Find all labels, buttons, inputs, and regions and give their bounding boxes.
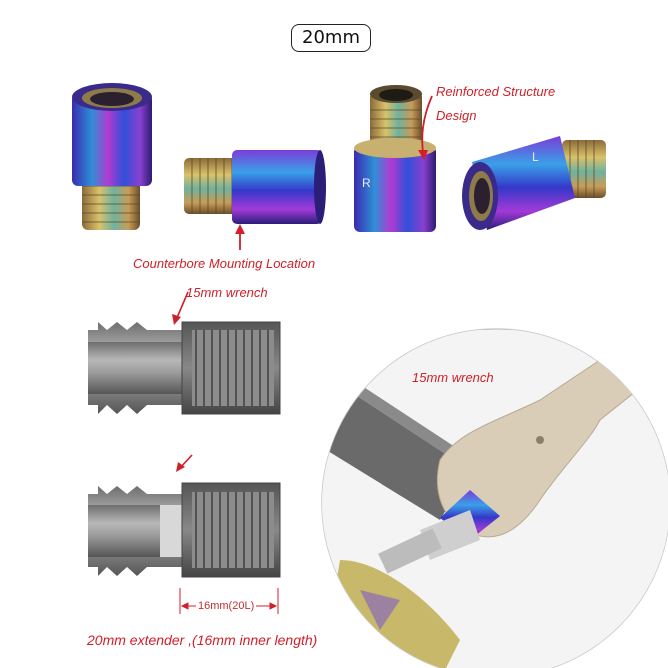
engraving-l: L [532,150,539,164]
extender-photo-4 [462,136,606,230]
caption: 20mm extender ,(16mm inner length) [87,632,318,648]
label-counterbore: Counterbore Mounting Location [133,256,316,271]
size-badge: 20mm [291,24,371,52]
callout-arrows [235,95,433,250]
closeup-photo [321,328,668,668]
extender-photo-1 [72,83,152,230]
label-reinforced-line1: Reinforced Structure [436,84,556,99]
label-wrench-diagram: 15mm wrench [186,285,268,300]
label-wrench-closeup: 15mm wrench [412,370,494,385]
label-reinforced-line2: Design [436,108,477,123]
dimension-label: 16mm(20L) [196,600,257,612]
section-diagram-bottom [88,482,281,578]
engraving-r: R [362,176,371,190]
section-diagram-top [88,321,281,415]
extender-photo-3 [354,85,436,232]
extender-photo-2 [184,150,326,224]
